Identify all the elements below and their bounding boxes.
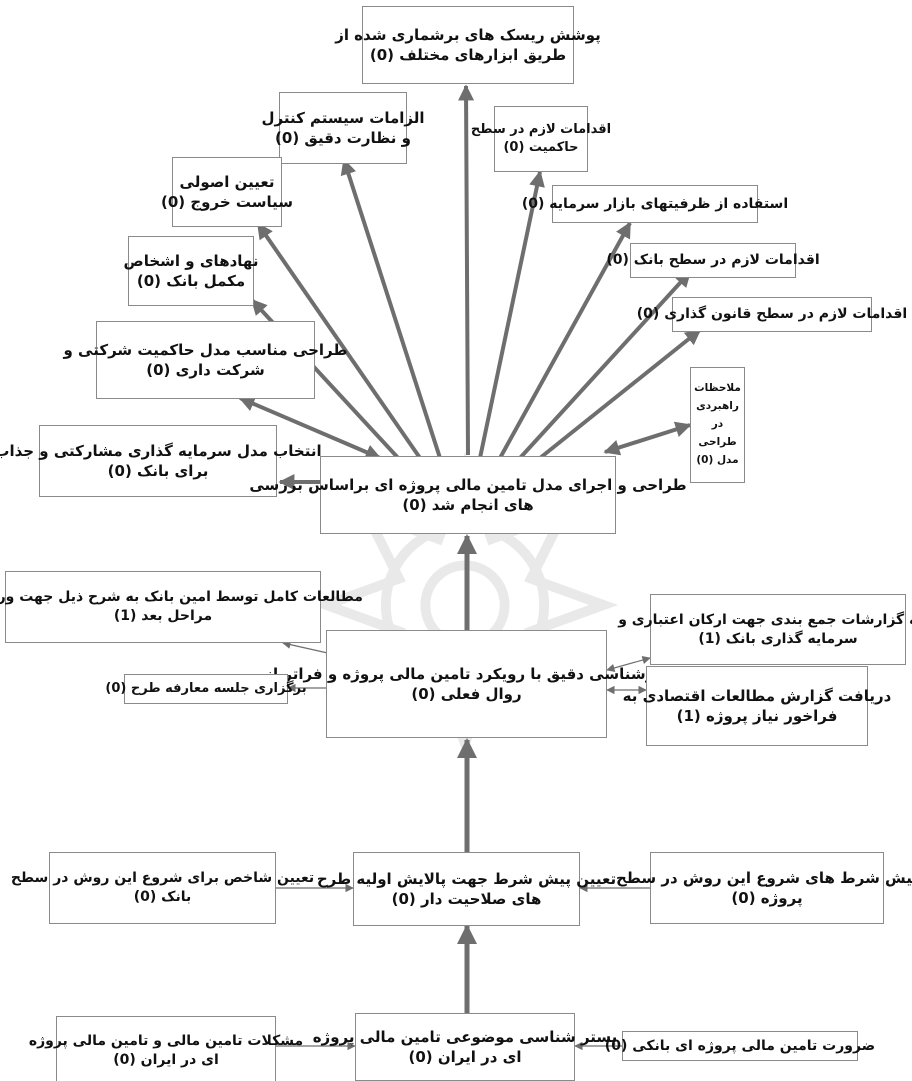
edge-design-capital [498, 221, 632, 459]
node-exit-policy-line2: سیاست خروج (0) [160, 193, 293, 211]
node-full-study-line1: مطالعات کامل توسط امین بانک به شرح ذیل ج… [0, 589, 363, 606]
node-summary-reports-line2: سرمایه گذاری بانک (1) [698, 630, 858, 647]
node-legislation-line1: اقدامات لازم در سطح قانون گذاری (0) [636, 306, 908, 323]
node-design-implementation-line1: طراحی و اجرای مدل تامین مالی پروژه ای بر… [249, 475, 687, 494]
node-corporate-governance-line2: شرکت داری (0) [146, 361, 265, 379]
node-supervision-line1: الزامات سیستم کنترل [261, 108, 425, 127]
node-project-prerequisites-line1: پیش شرط های شروع این روش در سطح [615, 868, 912, 887]
node-summary-reports: تهیه گزارشات جمع بندی جهت ارکان اعتباری … [618, 594, 912, 665]
node-expert-review: کارشناسی دقیق با رویکرد تامین مالی پروژه… [264, 630, 669, 738]
node-institutions-line1: نهادهای و اشخاص [123, 251, 259, 270]
node-strategic-considerations-text: ملاحظات راهبردی در طراحی مدل (0) [694, 382, 741, 466]
node-summary-reports-line1: تهیه گزارشات جمع بندی جهت ارکان اعتباری … [618, 611, 912, 628]
edge-design-exit [256, 222, 422, 460]
node-risk-coverage-line2: طریق ابزارهای مختلف (0) [369, 46, 567, 64]
node-context-analysis-line2: ای در ایران (0) [408, 1048, 522, 1066]
node-bank-level: اقدامات لازم در سطح بانک (0) [606, 243, 820, 278]
node-governance-line1: اقدامات لازم در سطح [470, 122, 612, 138]
edge-design-legislation [538, 328, 702, 460]
node-full-study: مطالعات کامل توسط امین بانک به شرح ذیل ج… [0, 571, 363, 643]
node-intro-meeting: برگزاری جلسه معارفه طرح (0) [105, 674, 307, 704]
edge-design-bank-level [518, 270, 692, 460]
node-financing-problems-line2: ای در ایران (0) [113, 1052, 219, 1068]
node-design-implementation-line2: های انجام شد (0) [402, 496, 534, 514]
node-economic-report-line1: دریافت گزارش مطالعات اقتصادی به [622, 686, 892, 705]
node-financing-necessity-line1: ضرورت تامین مالی پروژه ای بانکی (0) [604, 1037, 876, 1054]
node-strategic-considerations: ملاحظات راهبردی در طراحی مدل (0) [690, 367, 745, 483]
node-project-prerequisites-line2: پروژه (0) [731, 889, 803, 907]
node-financing-necessity: ضرورت تامین مالی پروژه ای بانکی (0) [605, 1031, 875, 1061]
node-capital-market: استفاده از ظرفیتهای بازار سرمایه (0) [522, 185, 788, 223]
node-risk-coverage-line1: پوشش ریسک های برشماری شده از [335, 25, 601, 44]
edge-design-strategic [603, 421, 692, 456]
edge-design-supervision [340, 158, 442, 459]
edge-expert-reports [606, 655, 651, 673]
node-financing-problems: مشکلات تامین مالی و تامین مالی پروژه ای … [29, 1016, 303, 1081]
node-governance-line2: حاکمیت (0) [503, 140, 579, 155]
node-bank-level-line1: اقدامات لازم در سطح بانک (0) [606, 252, 820, 269]
node-exit-policy: تعیین اصولی سیاست خروج (0) [161, 157, 293, 227]
node-supervision: الزامات سیستم کنترل و نظارت دقیق (0) [261, 92, 425, 164]
node-expert-review-line2: روال فعلی (0) [411, 685, 522, 703]
node-design-implementation: طراحی و اجرای مدل تامین مالی پروژه ای بر… [249, 456, 687, 534]
node-exit-policy-line1: تعیین اصولی [179, 172, 275, 191]
node-prerequisite-line2: های صلاحیت دار (0) [391, 890, 542, 908]
edge-design-corpgov [238, 396, 382, 460]
node-economic-report: دریافت گزارش مطالعات اقتصادی به فراخور ن… [623, 666, 891, 746]
node-full-study-line2: مراحل بعد (1) [113, 608, 213, 624]
node-supervision-line2: و نظارت دقیق (0) [275, 129, 411, 147]
node-investment-model: انتخاب مدل سرمایه گذاری مشارکتی و جذاب ب… [0, 425, 322, 497]
node-prerequisite-line1: تعیین پیش شرط جهت پالایش اولیه طرح [316, 869, 617, 888]
node-corporate-governance-line1: طراحی مناسب مدل حاکمیت شرکتی و [63, 340, 348, 359]
node-start-indicator: تعیین شاخص برای شروع این روش در سطح بانک… [11, 852, 314, 924]
edge-design-governance [478, 170, 545, 459]
node-start-indicator-line1: تعیین شاخص برای شروع این روش در سطح [10, 870, 315, 887]
node-institutions-line2: مکمل بانک (0) [136, 272, 246, 290]
node-economic-report-line2: فراخور نیاز پروژه (1) [676, 707, 838, 725]
node-legislation: اقدامات لازم در سطح قانون گذاری (0) [637, 297, 907, 332]
node-corporate-governance: طراحی مناسب مدل حاکمیت شرکتی و شرکت داری… [64, 321, 348, 399]
node-expert-review-line1: کارشناسی دقیق با رویکرد تامین مالی پروژه… [264, 664, 669, 683]
node-institutions: نهادهای و اشخاص مکمل بانک (0) [124, 236, 258, 306]
node-financing-problems-line1: مشکلات تامین مالی و تامین مالی پروژه [28, 1033, 304, 1050]
node-prerequisite: تعیین پیش شرط جهت پالایش اولیه طرح های ص… [317, 852, 616, 926]
node-capital-market-line1: استفاده از ظرفیتهای بازار سرمایه (0) [521, 195, 789, 212]
node-governance: اقدامات لازم در سطح حاکمیت (0) [471, 106, 611, 172]
edge-design-risk [458, 84, 475, 456]
node-risk-coverage: پوشش ریسک های برشماری شده از طریق ابزاره… [335, 6, 601, 84]
node-project-prerequisites: پیش شرط های شروع این روش در سطح پروژه (0… [616, 852, 912, 924]
node-context-analysis-line1: بستر شناسی موضوعی تامین مالی پروژه [312, 1027, 618, 1046]
node-investment-model-line2: برای بانک (0) [107, 462, 209, 480]
node-intro-meeting-line1: برگزاری جلسه معارفه طرح (0) [105, 681, 307, 697]
node-investment-model-line1: انتخاب مدل سرمایه گذاری مشارکتی و جذاب [0, 441, 322, 460]
node-start-indicator-line2: بانک (0) [133, 889, 192, 905]
node-context-analysis: بستر شناسی موضوعی تامین مالی پروژه ای در… [313, 1013, 617, 1081]
